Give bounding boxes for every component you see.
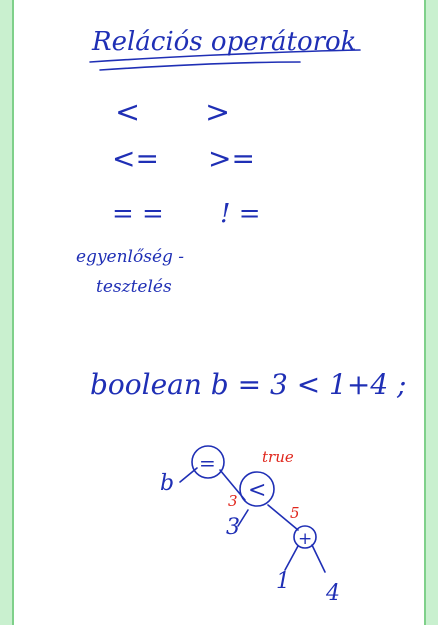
op-greater-than: > xyxy=(205,95,230,130)
leaf-4: 4 xyxy=(325,581,340,606)
note-testing: tesztelés xyxy=(96,277,172,297)
node-assign: = xyxy=(199,451,216,475)
edge-lt-plus xyxy=(267,504,299,531)
edge-plus-4 xyxy=(311,544,326,573)
code-line: boolean b = 3 < 1+4 ; xyxy=(90,368,406,401)
op-less-equal: <= xyxy=(112,142,159,175)
title-underline xyxy=(89,49,361,63)
edge-lt-3 xyxy=(237,509,249,527)
label-value-5: 5 xyxy=(290,504,300,522)
whiteboard-slide xyxy=(12,0,426,625)
node-less-circle xyxy=(239,471,275,507)
op-less-than: < xyxy=(115,95,140,130)
leaf-1: 1 xyxy=(276,569,290,594)
note-equality: egyenlőség - xyxy=(76,247,184,267)
op-greater-equal: >= xyxy=(208,142,255,175)
leaf-3: 3 xyxy=(226,515,240,540)
op-not-equal: ! = xyxy=(220,199,261,229)
title-underline-2 xyxy=(99,61,301,71)
edge-plus-1 xyxy=(284,545,299,571)
node-plus: + xyxy=(298,529,312,549)
label-true: true xyxy=(262,448,294,466)
node-less: < xyxy=(248,478,266,503)
node-plus-circle xyxy=(293,525,317,549)
op-equal: = = xyxy=(112,199,164,229)
label-value-3: 3 xyxy=(228,492,238,510)
slide-title: Relációs operátorok xyxy=(91,27,356,57)
leaf-b: b xyxy=(160,471,174,496)
node-assign-circle xyxy=(191,445,225,479)
